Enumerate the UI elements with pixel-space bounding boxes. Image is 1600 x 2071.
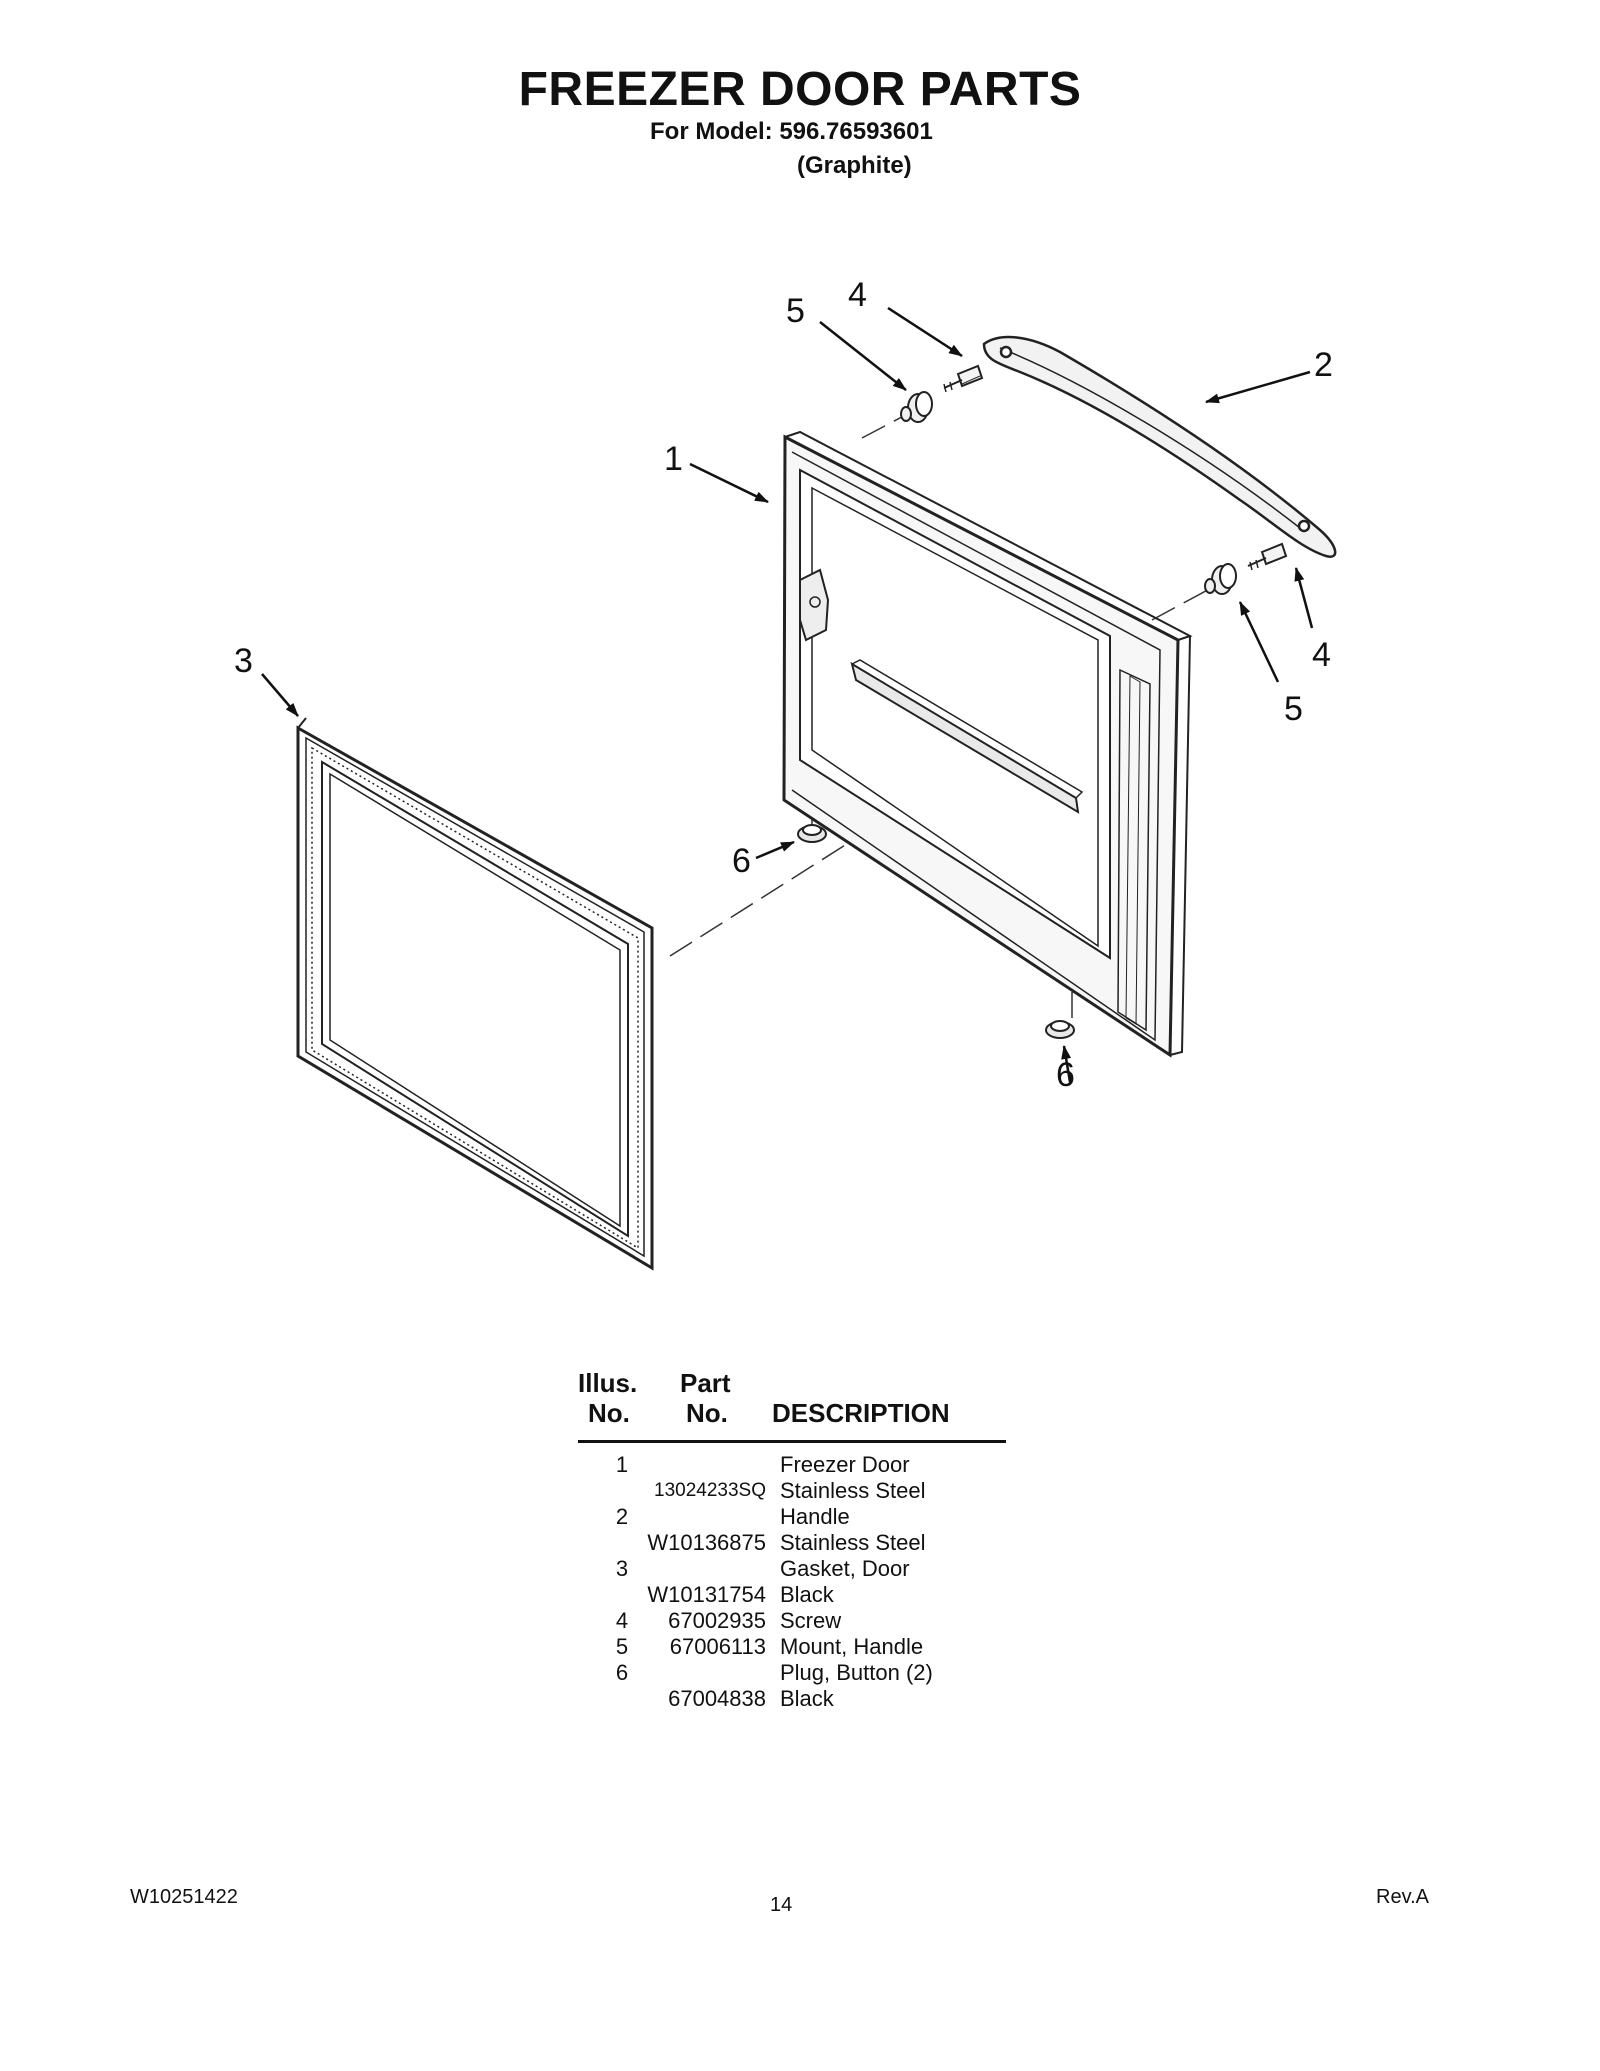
handle-screw-top xyxy=(943,364,984,393)
freezer-door xyxy=(782,430,1193,1058)
callout-mount-bottom: 5 xyxy=(1284,690,1303,728)
page-number: 14 xyxy=(770,1894,793,1916)
row-description: Black xyxy=(780,1686,834,1711)
header-illus-line2: No. xyxy=(588,1398,630,1428)
row-description: Freezer Door xyxy=(780,1452,910,1477)
row-description: Stainless Steel xyxy=(780,1530,926,1555)
row-part-no: 13024233SQ xyxy=(654,1480,766,1501)
header-illus-line1: Illus. xyxy=(578,1368,638,1398)
row-description: Plug, Button (2) xyxy=(780,1660,933,1685)
leader-arrows xyxy=(261,306,1314,1083)
row-description: Mount, Handle xyxy=(780,1634,924,1659)
callout-screw-bottom: 4 xyxy=(1312,636,1331,674)
revision-label: Rev.A xyxy=(1376,1886,1429,1908)
row-illus-no: 6 xyxy=(615,1660,629,1685)
row-illus-no: 1 xyxy=(615,1452,629,1477)
table-header-rule xyxy=(578,1440,1006,1443)
document-number: W10251422 xyxy=(130,1886,238,1908)
row-part-no: W10136875 xyxy=(647,1530,766,1555)
row-description: Stainless Steel xyxy=(780,1478,926,1503)
row-part-no: 67002935 xyxy=(668,1608,766,1633)
row-illus-no: 5 xyxy=(615,1634,629,1659)
door-handle xyxy=(982,335,1337,558)
header-part-line2: No. xyxy=(686,1398,728,1428)
callout-mount-top: 5 xyxy=(786,292,805,330)
row-part-no: 67004838 xyxy=(668,1686,766,1711)
callout-gasket: 3 xyxy=(234,642,253,680)
button-plug-bottom xyxy=(1045,1020,1075,1039)
page-title: FREEZER DOOR PARTS xyxy=(518,63,1082,116)
handle-screw-bottom xyxy=(1247,542,1288,571)
callout-door: 1 xyxy=(664,440,683,478)
row-illus-no: 3 xyxy=(615,1556,629,1581)
callout-handle: 2 xyxy=(1314,346,1333,384)
row-description: Handle xyxy=(780,1504,850,1529)
callout-plug-left: 6 xyxy=(732,842,751,880)
handle-mount-top xyxy=(900,391,933,423)
model-line: For Model: 596.76593601 xyxy=(650,118,933,145)
header-description: DESCRIPTION xyxy=(772,1398,950,1428)
exploded-parts-diagram: 1 2 3 4 4 5 5 6 6 xyxy=(234,276,1337,1271)
row-illus-no: 4 xyxy=(615,1608,629,1633)
color-variant: (Graphite) xyxy=(797,152,912,179)
row-illus-no: 2 xyxy=(615,1504,629,1529)
callout-screw-top: 4 xyxy=(848,276,867,314)
door-gasket xyxy=(296,717,654,1271)
header-part-line1: Part xyxy=(680,1368,731,1398)
row-part-no: 67006113 xyxy=(669,1634,766,1659)
row-part-no: W10131754 xyxy=(647,1582,766,1607)
row-description: Gasket, Door xyxy=(780,1556,910,1581)
handle-mount-bottom xyxy=(1204,563,1237,595)
row-description: Black xyxy=(780,1582,834,1607)
row-description: Screw xyxy=(780,1608,842,1633)
callout-plug-bottom: 6 xyxy=(1056,1056,1075,1094)
button-plug-left xyxy=(797,824,827,843)
